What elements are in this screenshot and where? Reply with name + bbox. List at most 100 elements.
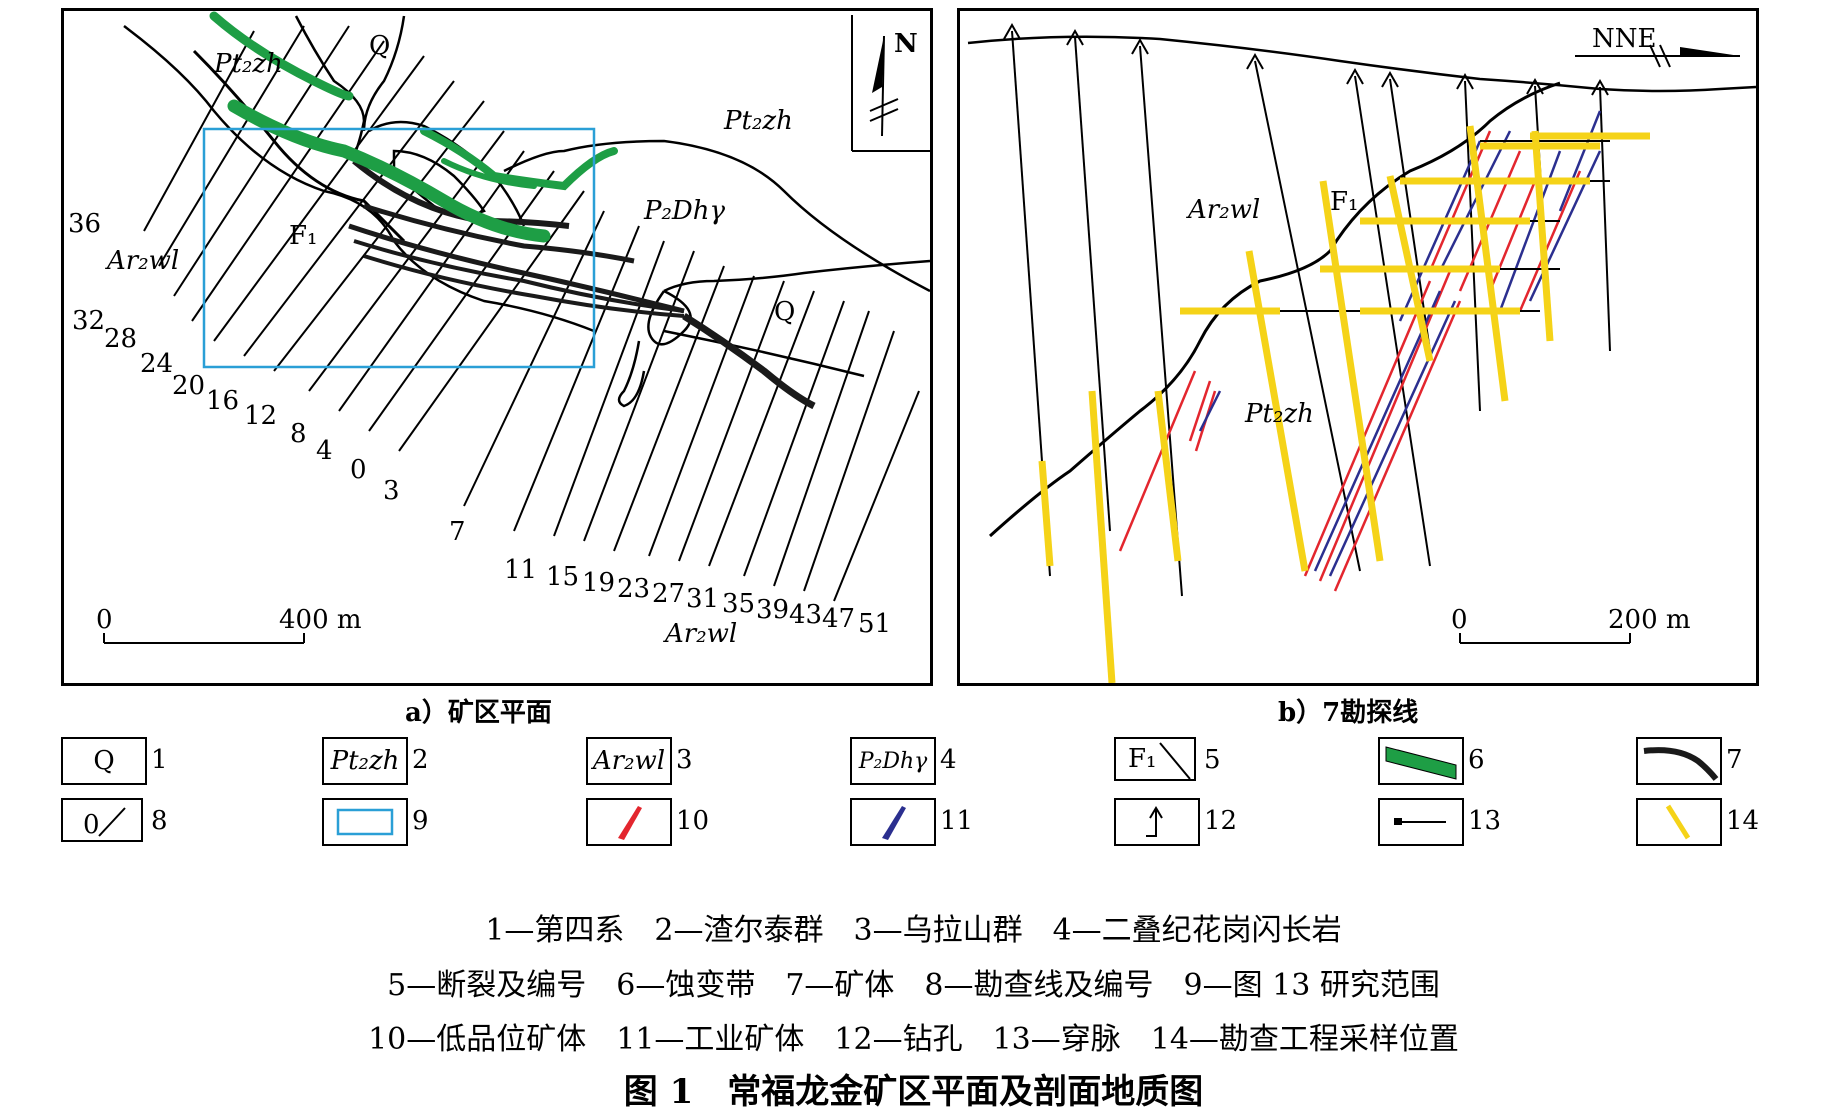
section-drawing: [967, 22, 1756, 683]
label-q-mid: Q: [774, 297, 796, 327]
line-number: 47: [822, 604, 856, 634]
legend-note-line-3: 10—低品位矿体 11—工业矿体 12—钻孔 13—穿脉 14—勘查工程采样位置: [368, 1022, 1459, 1057]
legend-swatch: [1636, 737, 1722, 785]
north-arrow-icon: [851, 15, 930, 152]
line-number: 24: [140, 349, 174, 379]
industrial-orebody-icon: [882, 806, 906, 840]
line-number: 11: [504, 555, 538, 585]
legend-number: 13: [1468, 806, 1502, 836]
legend-fault-label: F₁: [1128, 744, 1157, 774]
scale-bar-b: [1459, 633, 1631, 644]
section-panel: NNE Ar₂wl F₁ Pt₂zh 0 200 m: [957, 8, 1759, 686]
label-pt2zh-top: Pt₂zh: [214, 49, 283, 79]
plan-map-drawing: [103, 11, 930, 644]
label-pt2zh-right: Pt₂zh: [724, 106, 793, 136]
caption-section: b）7勘探线: [1278, 698, 1419, 728]
legend-swatch: [1378, 737, 1464, 785]
label-q-top: Q: [369, 31, 391, 61]
orebody-icon: [1643, 747, 1719, 781]
legend-swatch: Pt₂zh: [322, 737, 408, 785]
legend-number: 1: [151, 745, 168, 775]
legend-note-line-1: 1—第四系 2—渣尔泰群 3—乌拉山群 4—二叠纪花岗闪长岩: [485, 913, 1342, 948]
line-number: 39: [756, 595, 790, 625]
legend-number: 2: [412, 745, 429, 775]
line-number: 32: [72, 306, 106, 336]
exploration-lines: [143, 25, 920, 602]
topographic-surface: [967, 35, 1756, 93]
line-number: 7: [449, 517, 466, 547]
label-nne: NNE: [1592, 24, 1657, 54]
legend-number: 6: [1468, 745, 1485, 775]
orebody-group: [348, 158, 816, 410]
legend-number: 8: [151, 806, 168, 836]
legend-swatch: [586, 798, 672, 846]
line-number: 23: [617, 574, 651, 604]
legend-swatch: [322, 798, 408, 846]
line-number: 20: [172, 371, 206, 401]
figure-title: 图 1 常福龙金矿区平面及剖面地质图: [623, 1072, 1204, 1112]
line-number: 4: [316, 436, 333, 466]
label-f1: F₁: [289, 221, 318, 251]
line-number: 27: [652, 579, 686, 609]
line-number: 16: [206, 386, 240, 416]
sampling-positions: [1038, 125, 1650, 683]
legend-swatch: [1114, 798, 1200, 846]
line-number: 36: [68, 209, 102, 239]
legend-swatch: 0: [61, 798, 143, 842]
sampling-position-icon: [1665, 804, 1691, 840]
legend-swatch: Q: [61, 737, 147, 785]
legend-number: 12: [1204, 806, 1238, 836]
nne-direction-arrow: [1575, 44, 1740, 68]
legend-line-number: 0: [83, 810, 100, 840]
label-pt2zh-section: Pt₂zh: [1245, 399, 1314, 429]
fault-symbol-icon: [1159, 742, 1191, 780]
legend-number: 10: [676, 806, 710, 836]
line-number: 43: [789, 600, 823, 630]
line-number: 35: [722, 589, 756, 619]
scale-b-end: 200 m: [1608, 605, 1691, 635]
line-number: 28: [104, 324, 138, 354]
legend-note-line-2: 5—断裂及编号 6—蚀变带 7—矿体 8—勘查线及编号 9—图 13 研究范围: [387, 968, 1440, 1003]
geologic-boundaries: [123, 15, 930, 408]
low-grade-orebodies: [1118, 130, 1582, 592]
alteration-zone-icon: [1385, 746, 1457, 780]
line-number: 8: [290, 419, 307, 449]
label-ar2wl-section: Ar₂wl: [1188, 195, 1261, 225]
line-number: 3: [383, 476, 400, 506]
legend-number: 14: [1726, 806, 1760, 836]
scale-bar-a: [103, 633, 305, 644]
legend-swatch: [850, 798, 936, 846]
legend-number: 7: [1726, 745, 1743, 775]
alteration-zones: [209, 11, 618, 243]
legend-number: 5: [1204, 745, 1221, 775]
legend-swatch: [1636, 798, 1722, 846]
scale-b-zero: 0: [1451, 605, 1468, 635]
label-ar2wl-bottom: Ar₂wl: [665, 619, 738, 649]
legend-number: 3: [676, 745, 693, 775]
label-north: N: [894, 29, 918, 59]
drillhole-icon: [1146, 806, 1163, 837]
caption-plan: a）矿区平面: [405, 698, 552, 728]
crosscut-icon: [1394, 818, 1446, 825]
line-number: 0: [350, 455, 367, 485]
line-number: 51: [858, 609, 892, 639]
fault-f1-trace: [192, 49, 406, 243]
legend-number: 11: [940, 806, 974, 836]
legend-swatch: F₁: [1114, 737, 1196, 781]
line-number: 12: [244, 401, 278, 431]
legend-number: 9: [412, 806, 429, 836]
drillhole-arrows: [1003, 22, 1609, 96]
study-area-icon: [336, 808, 394, 836]
study-area-rectangle: [202, 127, 596, 369]
plan-map-panel: Q Q Pt₂zh Pt₂zh P₂Dhγ Ar₂wl Ar₂wl F₁ N 0…: [61, 8, 933, 686]
legend-swatch: [1378, 798, 1464, 846]
line-number: 31: [686, 584, 720, 614]
label-p2dhy: P₂Dhγ: [644, 196, 726, 226]
exploration-line-icon: [98, 807, 126, 837]
fault-f1-boundary: [988, 81, 1561, 538]
line-number: 15: [546, 562, 580, 592]
legend-swatch: P₂Dhγ: [850, 737, 936, 785]
label-ar2wl-left: Ar₂wl: [107, 246, 180, 276]
scale-a-zero: 0: [96, 605, 113, 635]
legend-swatch: Ar₂wl: [586, 737, 672, 785]
